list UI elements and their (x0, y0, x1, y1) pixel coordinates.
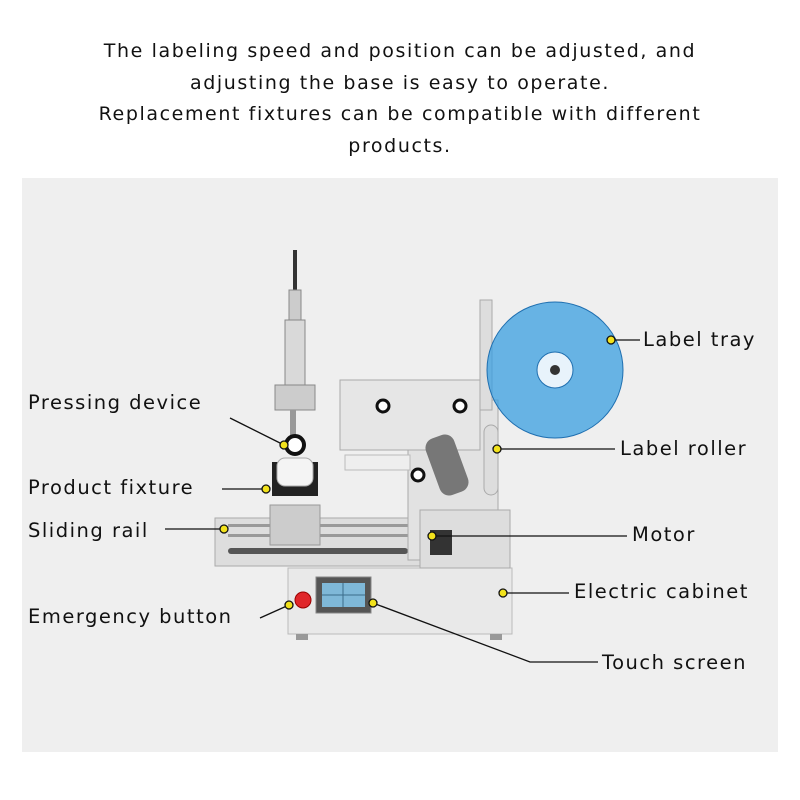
callout-touch-screen: Touch screen (602, 651, 747, 674)
headline-line: products. (348, 134, 452, 157)
callout-label-tray: Label tray (643, 328, 756, 351)
headline: The labeling speed and position can be a… (0, 36, 800, 162)
callout-emergency-button: Emergency button (28, 605, 233, 628)
leader-lines (165, 339, 640, 663)
callout-pressing-device: Pressing device (28, 391, 203, 414)
headline-line: The labeling speed and position can be a… (103, 40, 697, 62)
headline-line: adjusting the base is easy to operate. (190, 71, 610, 94)
callout-motor: Motor (632, 523, 696, 546)
callout-label-roller: Label roller (620, 437, 748, 460)
label-roller (483, 424, 499, 496)
callout-sliding-rail: Sliding rail (28, 519, 149, 542)
callout-electric-cabinet: Electric cabinet (574, 580, 749, 603)
emergency-button (294, 591, 312, 609)
callout-product-fixture: Product fixture (28, 476, 195, 499)
headline-line: Replacement fixtures can be compatible w… (98, 103, 702, 125)
callout-dots (219, 335, 616, 610)
